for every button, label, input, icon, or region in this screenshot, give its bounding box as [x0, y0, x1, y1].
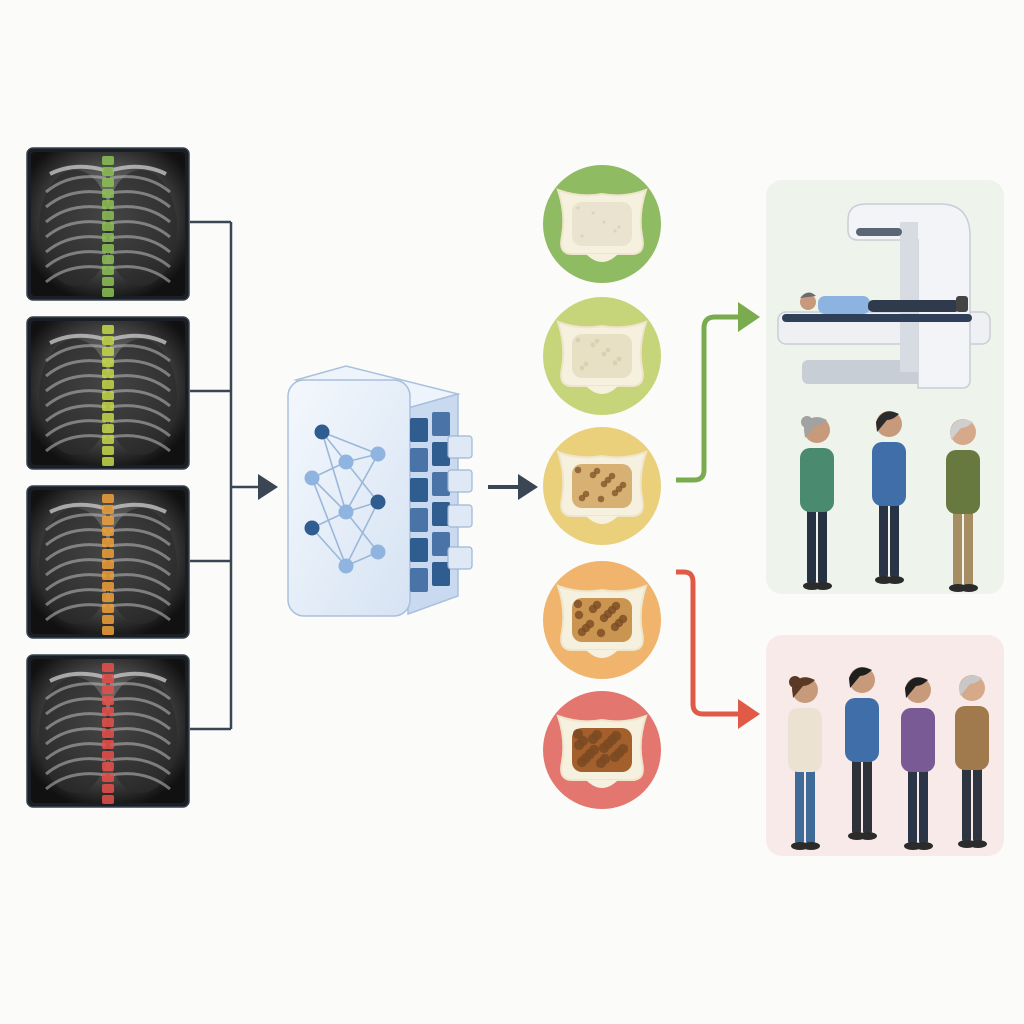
bone-density-levels — [543, 165, 661, 809]
dxa-scanner-icon — [777, 203, 991, 389]
no-referral-panel — [766, 635, 1004, 856]
bone-density-level-5 — [543, 691, 661, 809]
xray-merge-connector — [190, 220, 262, 731]
person-icon — [872, 411, 906, 584]
arrow-to-dxa-referral-icon — [676, 302, 760, 483]
ai-model-icon — [287, 365, 473, 617]
person-icon — [955, 675, 989, 848]
person-icon — [946, 419, 980, 592]
no-referral-patients — [788, 667, 989, 850]
person-icon — [788, 676, 822, 850]
chest-xray-1 — [26, 147, 190, 301]
arrow-to-model-icon — [258, 474, 278, 500]
dxa-referral-patients — [800, 411, 980, 592]
bone-density-level-3 — [543, 427, 661, 545]
bone-density-level-1 — [543, 165, 661, 283]
highlighted-spine — [102, 494, 114, 635]
bone-density-level-2 — [543, 297, 661, 415]
highlighted-spine — [102, 156, 114, 297]
chest-xray-2 — [26, 316, 190, 470]
highlighted-spine — [102, 325, 114, 466]
arrow-to-density-icon — [488, 474, 538, 500]
bone-density-level-4 — [543, 561, 661, 679]
highlighted-spine — [102, 663, 114, 804]
chest-xray-images — [26, 147, 190, 808]
chest-xray-3 — [26, 485, 190, 639]
chest-xray-4 — [26, 654, 190, 808]
person-icon — [845, 667, 879, 840]
arrow-to-no-referral-icon — [676, 569, 760, 729]
person-icon — [901, 677, 935, 850]
person-icon — [800, 416, 834, 590]
